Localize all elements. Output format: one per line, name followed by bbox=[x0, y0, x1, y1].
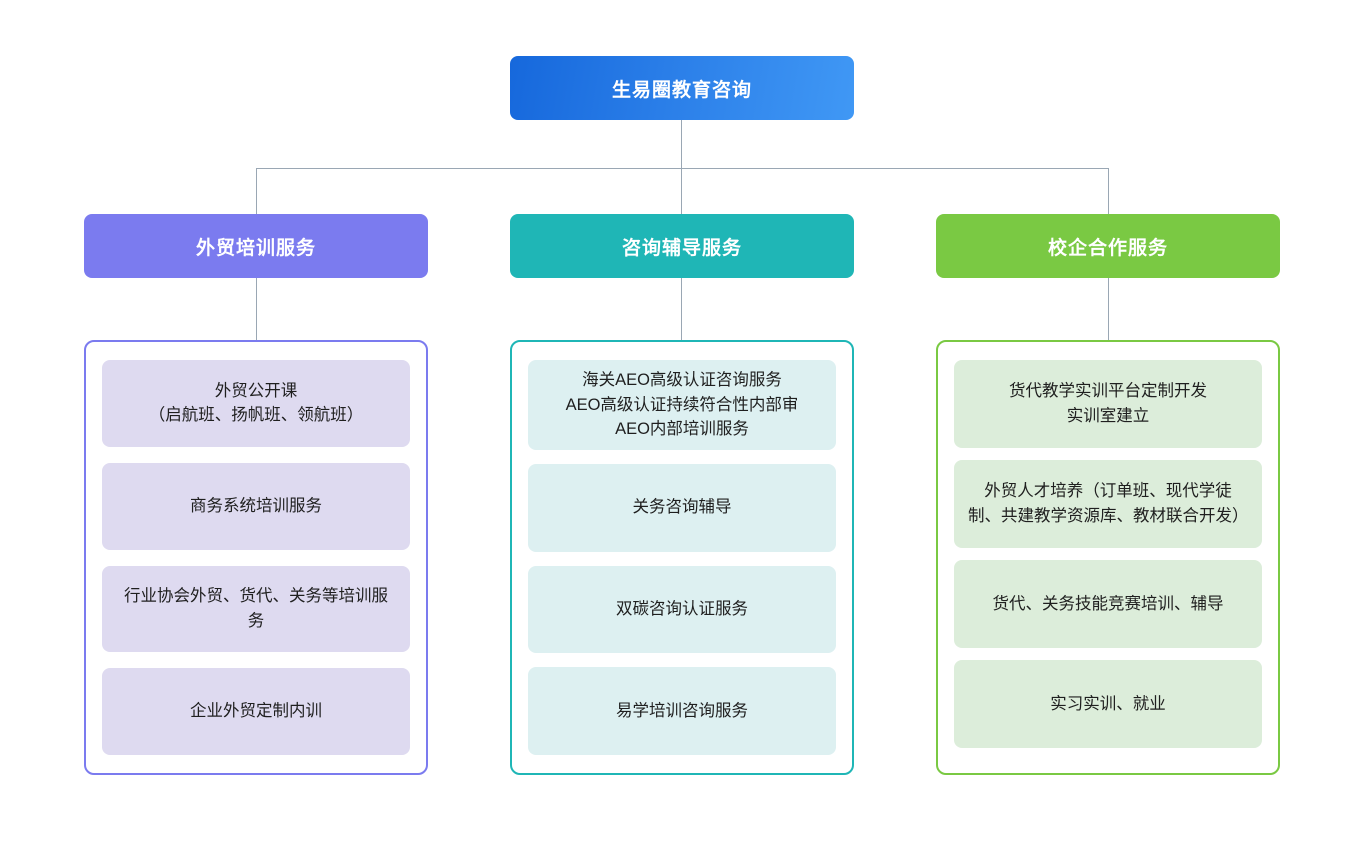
branch-header-consulting[interactable]: 咨询辅导服务 bbox=[510, 214, 854, 278]
connector-header-to-items-3 bbox=[1108, 278, 1109, 340]
connector-root-stem bbox=[681, 120, 682, 168]
list-item[interactable]: 商务系统培训服务 bbox=[102, 462, 410, 550]
list-item[interactable]: 海关AEO高级认证咨询服务 AEO高级认证持续符合性内部审 AEO内部培训服务 bbox=[528, 360, 836, 450]
list-item[interactable]: 行业协会外贸、货代、关务等培训服务 bbox=[102, 565, 410, 653]
list-item[interactable]: 企业外贸定制内训 bbox=[102, 668, 410, 755]
branch-items-consulting: 海关AEO高级认证咨询服务 AEO高级认证持续符合性内部审 AEO内部培训服务 … bbox=[510, 340, 854, 775]
list-item[interactable]: 关务咨询辅导 bbox=[528, 464, 836, 552]
list-item[interactable]: 货代、关务技能竞赛培训、辅导 bbox=[954, 560, 1262, 648]
branch-items-training: 外贸公开课 （启航班、扬帆班、领航班） 商务系统培训服务 行业协会外贸、货代、关… bbox=[84, 340, 428, 775]
list-item[interactable]: 外贸公开课 （启航班、扬帆班、领航班） bbox=[102, 360, 410, 447]
connector-header-to-items-2 bbox=[681, 278, 682, 340]
list-item[interactable]: 双碳咨询认证服务 bbox=[528, 565, 836, 654]
list-item[interactable]: 实习实训、就业 bbox=[954, 660, 1262, 748]
connector-drop-branch-2 bbox=[681, 168, 682, 214]
branch-column-consulting: 咨询辅导服务 海关AEO高级认证咨询服务 AEO高级认证持续符合性内部审 AEO… bbox=[510, 214, 854, 775]
branch-header-training[interactable]: 外贸培训服务 bbox=[84, 214, 428, 278]
list-item[interactable]: 易学培训咨询服务 bbox=[528, 667, 836, 756]
branch-column-school-enterprise: 校企合作服务 货代教学实训平台定制开发 实训室建立 外贸人才培养（订单班、现代学… bbox=[936, 214, 1280, 775]
connector-horizontal-bus bbox=[256, 168, 1108, 169]
branch-header-school-enterprise[interactable]: 校企合作服务 bbox=[936, 214, 1280, 278]
connector-drop-branch-1 bbox=[256, 168, 257, 214]
branch-column-training: 外贸培训服务 外贸公开课 （启航班、扬帆班、领航班） 商务系统培训服务 行业协会… bbox=[84, 214, 428, 775]
root-node[interactable]: 生易圈教育咨询 bbox=[510, 56, 854, 120]
connector-header-to-items-1 bbox=[256, 278, 257, 340]
connector-drop-branch-3 bbox=[1108, 168, 1109, 214]
list-item[interactable]: 货代教学实训平台定制开发 实训室建立 bbox=[954, 360, 1262, 448]
list-item[interactable]: 外贸人才培养（订单班、现代学徒制、共建教学资源库、教材联合开发） bbox=[954, 460, 1262, 548]
branch-items-school-enterprise: 货代教学实训平台定制开发 实训室建立 外贸人才培养（订单班、现代学徒制、共建教学… bbox=[936, 340, 1280, 775]
